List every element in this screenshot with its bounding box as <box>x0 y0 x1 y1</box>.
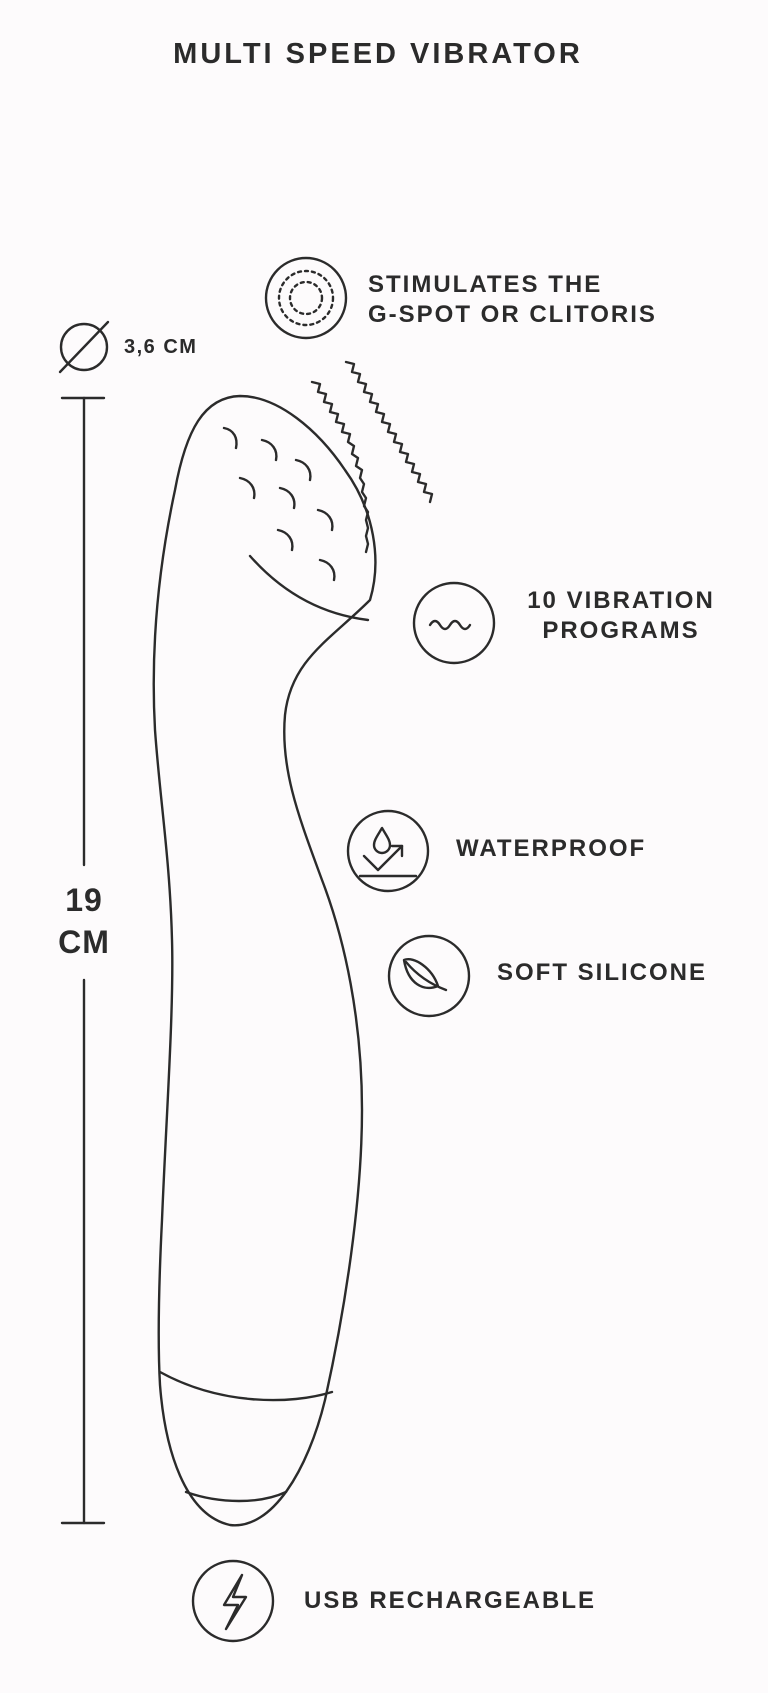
length-dimension-line <box>60 396 106 1525</box>
vibrator-outline <box>152 394 377 1527</box>
wave-icon <box>412 581 496 665</box>
water-drop-icon <box>346 809 430 893</box>
vibration-lines <box>310 360 434 554</box>
feature-vibration-line2: PROGRAMS <box>542 617 700 644</box>
feather-leaf-icon <box>387 934 471 1018</box>
diameter-label: 3,6 CM <box>124 336 198 358</box>
length-unit: CM <box>58 924 110 960</box>
page-title: MULTI SPEED VIBRATOR <box>173 38 583 70</box>
feature-stimulates-line2: G-SPOT OR CLITORIS <box>368 301 657 328</box>
texture-nubs <box>222 426 336 582</box>
lightning-bolt-icon <box>191 1559 275 1643</box>
diameter-icon <box>58 320 110 374</box>
feature-waterproof-label: WATERPROOF <box>456 835 647 862</box>
feature-usb-label: USB RECHARGEABLE <box>304 1587 597 1614</box>
feature-stimulates-line1: STIMULATES THE <box>368 271 603 298</box>
length-value: 19 <box>65 882 103 918</box>
concentric-circles-icon <box>264 256 348 340</box>
feature-silicone-label: SOFT SILICONE <box>497 959 708 986</box>
feature-vibration-line1: 10 VIBRATION <box>527 587 715 614</box>
